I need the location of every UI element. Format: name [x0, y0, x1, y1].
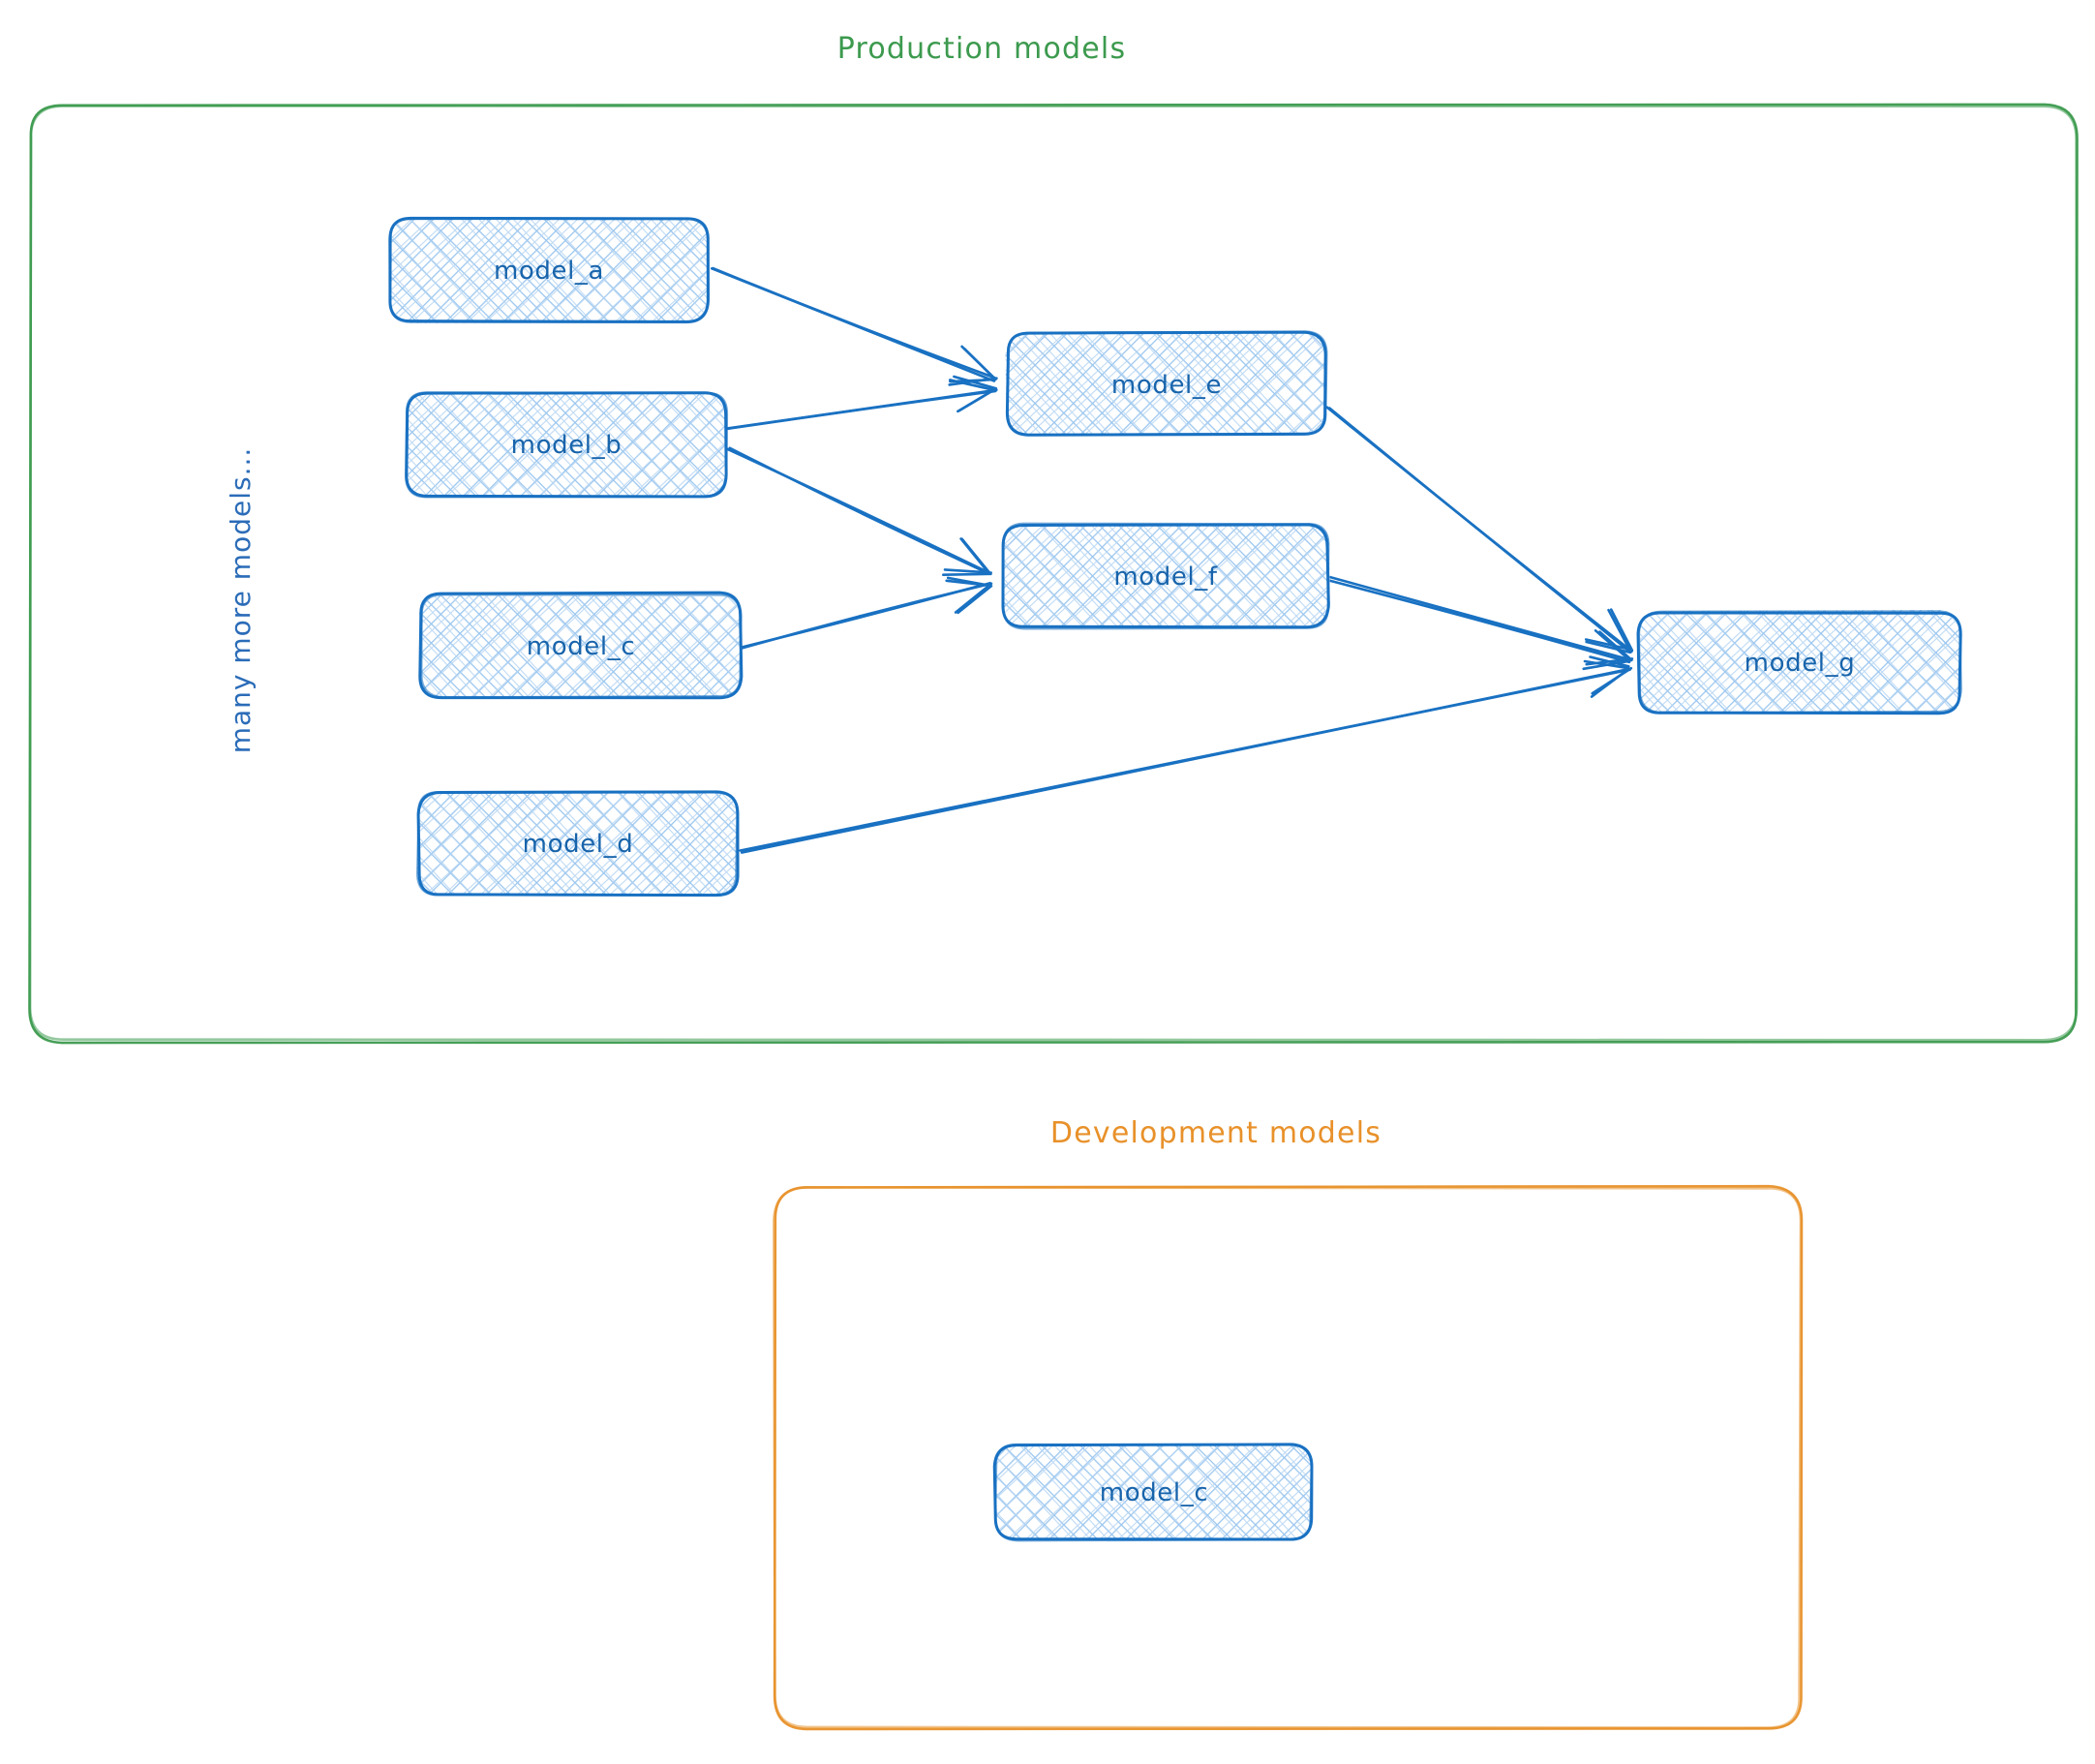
edge-c-to-f: [741, 576, 993, 650]
node-label: model_d: [523, 830, 634, 859]
node-outline: [388, 218, 709, 324]
node-outline: [404, 391, 729, 499]
node-fill-overlay: [1001, 524, 1330, 627]
node-outline: [1006, 330, 1328, 436]
node-outline: [994, 1443, 1313, 1542]
node-fill-overlay: [416, 792, 739, 896]
node-model_c_prod[interactable]: model_c: [418, 591, 744, 700]
node-model_b[interactable]: model_b: [404, 391, 729, 499]
group-border: [772, 1186, 1803, 1729]
node-label: model_a: [494, 257, 604, 286]
node-fill-overlay: [388, 218, 710, 323]
side-note-many-more-models: many more models...: [225, 447, 257, 754]
node-model_d[interactable]: model_d: [415, 790, 740, 897]
edge-f-to-g: [1326, 575, 1634, 671]
edge-b-to-f: [724, 446, 992, 576]
group-container-production: [28, 103, 2079, 1045]
node-fill-overlay: [1639, 610, 1960, 714]
node-label: model_f: [1113, 563, 1218, 592]
node-model_g[interactable]: model_g: [1636, 610, 1962, 715]
node-outline: [420, 593, 743, 699]
node-model_a[interactable]: model_a: [388, 216, 710, 324]
node-label: model_c: [527, 632, 635, 661]
node-model_e[interactable]: model_e: [1005, 330, 1328, 437]
node-model_f[interactable]: model_f: [1001, 522, 1330, 630]
node-label: model_b: [511, 431, 622, 460]
group-border: [28, 105, 2079, 1042]
edge-a-to-e: [710, 266, 998, 386]
node-label: model_e: [1111, 371, 1222, 400]
node-outline: [1638, 610, 1962, 715]
node-fill-overlay: [994, 1444, 1313, 1540]
node-label: model_c: [1100, 1478, 1208, 1507]
node-fill-overlay: [420, 595, 743, 698]
nodes: model_a model_b model_c model_d model_emodel…: [388, 216, 1962, 1542]
edge-e-to-g: [1325, 406, 1634, 654]
node-model_c_dev[interactable]: model_c: [992, 1443, 1314, 1542]
group-label-production: Production models: [837, 32, 1127, 66]
node-fill-overlay: [1005, 333, 1325, 435]
edges: [710, 266, 1634, 854]
group-label-development: Development models: [1050, 1116, 1381, 1150]
node-label: model_g: [1745, 649, 1856, 678]
node-outline: [1001, 522, 1330, 630]
edge-b-to-e: [724, 375, 998, 431]
edge-d-to-g: [739, 655, 1633, 854]
group-containers: [28, 103, 2079, 1731]
group-container-development: [772, 1184, 1804, 1731]
node-fill-overlay: [407, 392, 726, 496]
node-outline: [415, 790, 739, 897]
